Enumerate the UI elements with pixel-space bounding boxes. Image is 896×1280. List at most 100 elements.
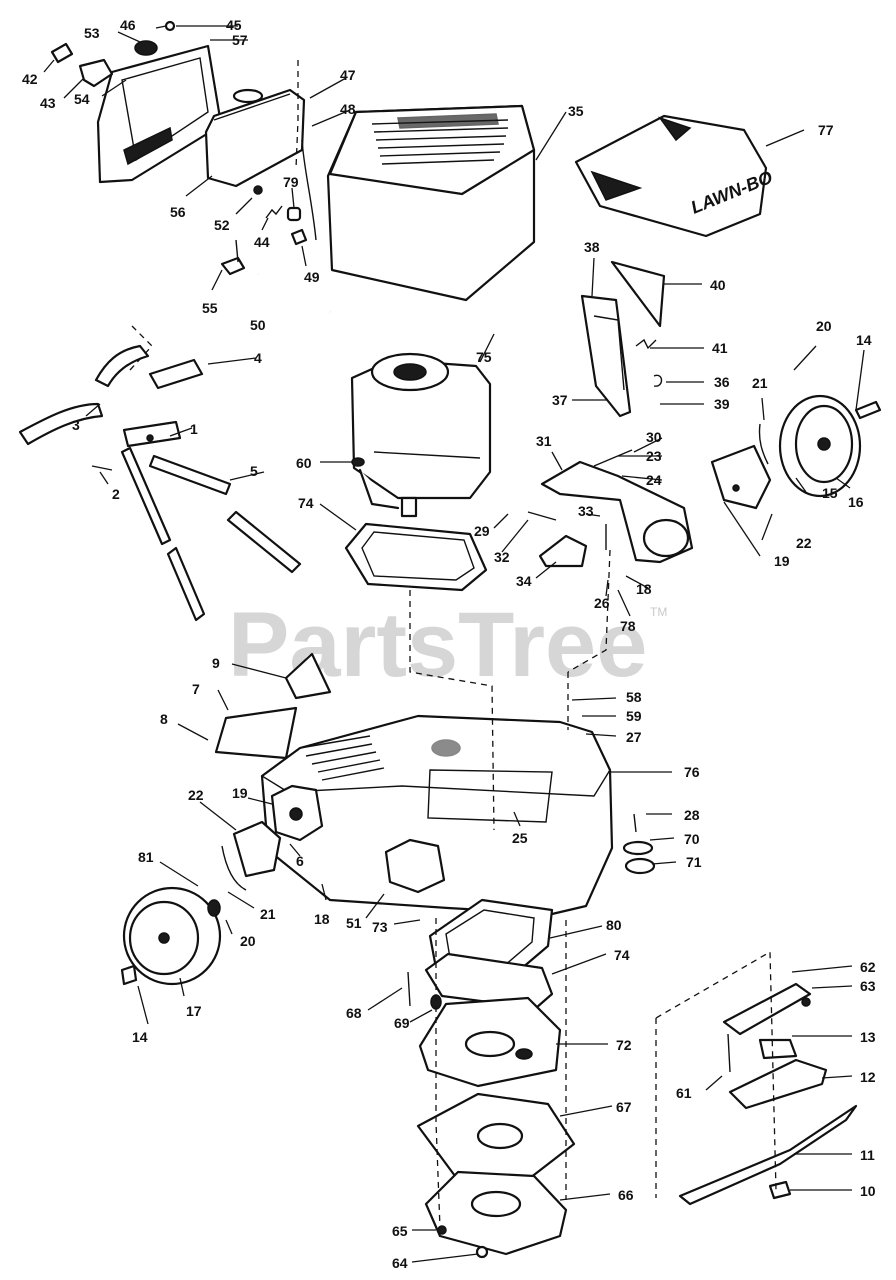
wheel-bracket-22-left[interactable] — [232, 820, 282, 878]
wheel-well-left — [270, 784, 324, 842]
callout-50: 50 — [250, 317, 266, 333]
callout-39: 39 — [714, 396, 730, 412]
deflector-plate-40[interactable] — [610, 260, 666, 328]
fuel-tank[interactable] — [204, 88, 306, 188]
fuel-cap[interactable] — [134, 40, 158, 56]
callout-23: 23 — [646, 448, 662, 464]
callout-51: 51 — [346, 915, 362, 931]
mower-deck[interactable] — [260, 714, 614, 916]
callout-63: 63 — [860, 978, 876, 994]
callout-25: 25 — [512, 830, 528, 846]
bolt-30[interactable] — [593, 449, 633, 467]
engine-cover[interactable] — [326, 104, 536, 302]
screw-45[interactable] — [164, 20, 176, 32]
deck-cover-plate-8[interactable] — [214, 706, 298, 760]
bracket-34[interactable] — [538, 534, 588, 568]
wheel-16[interactable] — [778, 394, 862, 498]
adapter-13[interactable] — [758, 1038, 798, 1060]
height-lever-21-left[interactable] — [221, 845, 247, 891]
callout-32: 32 — [494, 549, 510, 565]
blade-housing-72[interactable] — [418, 996, 562, 1088]
callout-70: 70 — [684, 831, 700, 847]
blade-support-12[interactable] — [728, 1058, 828, 1110]
knob-20-left[interactable] — [207, 899, 221, 917]
housing-base-66[interactable] — [424, 1170, 568, 1256]
callout-17: 17 — [186, 1003, 202, 1019]
alignment-lines — [129, 60, 777, 1229]
clip-79[interactable] — [286, 206, 302, 222]
callout-74-top: 74 — [298, 495, 314, 511]
screw-63[interactable] — [801, 997, 811, 1007]
clamp-49[interactable] — [290, 228, 308, 246]
deck-cover-77[interactable]: LAWN-BO — [574, 114, 775, 238]
callout-79: 79 — [283, 174, 299, 190]
callout-3: 3 — [72, 417, 80, 433]
gasket-74-bottom[interactable] — [424, 952, 554, 1010]
wheel-17[interactable] — [122, 886, 222, 986]
spring-44[interactable] — [265, 205, 283, 219]
nut-65[interactable] — [437, 1225, 447, 1235]
bolt-14-bottom[interactable] — [120, 964, 138, 986]
washer-64[interactable] — [475, 1245, 489, 1259]
wheel-well-right — [384, 838, 446, 894]
callout-21-top: 21 — [752, 375, 768, 391]
callout-18-top: 18 — [636, 581, 652, 597]
bolt-61[interactable] — [727, 1033, 731, 1073]
wheel-bracket-22-top[interactable] — [710, 444, 772, 510]
engine[interactable] — [350, 352, 492, 518]
callout-80: 80 — [606, 917, 622, 933]
fuel-line-50[interactable] — [256, 273, 331, 314]
callout-24: 24 — [646, 472, 662, 488]
throttle-rod-48[interactable] — [301, 139, 317, 241]
callout-20-top: 20 — [816, 318, 832, 334]
nut-10[interactable] — [768, 1180, 792, 1200]
fuel-tank-shroud[interactable] — [96, 44, 222, 184]
blade-11[interactable] — [678, 1104, 858, 1206]
callout-33: 33 — [578, 503, 594, 519]
callout-40: 40 — [710, 277, 726, 293]
callout-81: 81 — [138, 849, 154, 865]
callout-42: 42 — [22, 71, 38, 87]
handle-bracket-1[interactable] — [122, 420, 182, 448]
bolt-2[interactable] — [91, 465, 113, 471]
callout-41: 41 — [712, 340, 728, 356]
callout-72: 72 — [616, 1037, 632, 1053]
engine-gasket-74-top[interactable] — [344, 522, 488, 592]
screen-plate-67[interactable] — [416, 1092, 576, 1182]
deck-bracket-9[interactable] — [284, 652, 332, 700]
seal-71[interactable] — [624, 857, 656, 875]
callout-54: 54 — [74, 91, 90, 107]
discharge-chute-31[interactable] — [540, 460, 694, 564]
callout-34: 34 — [516, 573, 532, 589]
blade-bracket-62[interactable] — [722, 982, 812, 1036]
bolt-14-top[interactable] — [854, 400, 882, 420]
callout-44: 44 — [254, 234, 270, 250]
spring-41[interactable] — [635, 338, 657, 350]
callout-78: 78 — [620, 618, 636, 634]
fuel-fitting-42[interactable] — [50, 42, 74, 64]
handle-grip-3[interactable] — [18, 344, 150, 446]
clip-36[interactable] — [653, 374, 663, 387]
callout-11: 11 — [860, 1147, 875, 1163]
handle-grip-4[interactable] — [148, 358, 204, 390]
valve-55[interactable] — [220, 239, 246, 276]
callout-19-left: 19 — [232, 785, 248, 801]
washer-60[interactable] — [351, 457, 365, 467]
callout-35: 35 — [568, 103, 584, 119]
spring-32[interactable] — [527, 511, 557, 521]
screw-52[interactable] — [253, 185, 263, 195]
callout-26: 26 — [594, 595, 610, 611]
fuel-elbow-43[interactable] — [78, 58, 114, 88]
seal-70[interactable] — [622, 840, 654, 856]
height-lever-21-top[interactable] — [758, 423, 769, 465]
deflector-bracket-38[interactable] — [580, 294, 632, 418]
bolt-68[interactable] — [407, 971, 411, 1007]
callout-57: 57 — [232, 32, 248, 48]
callout-29: 29 — [474, 523, 490, 539]
callout-48: 48 — [340, 101, 356, 117]
handle-bar-5[interactable] — [120, 446, 302, 622]
callout-21-left: 21 — [260, 906, 276, 922]
bolt-28[interactable] — [633, 813, 637, 833]
callout-4: 4 — [254, 350, 262, 366]
